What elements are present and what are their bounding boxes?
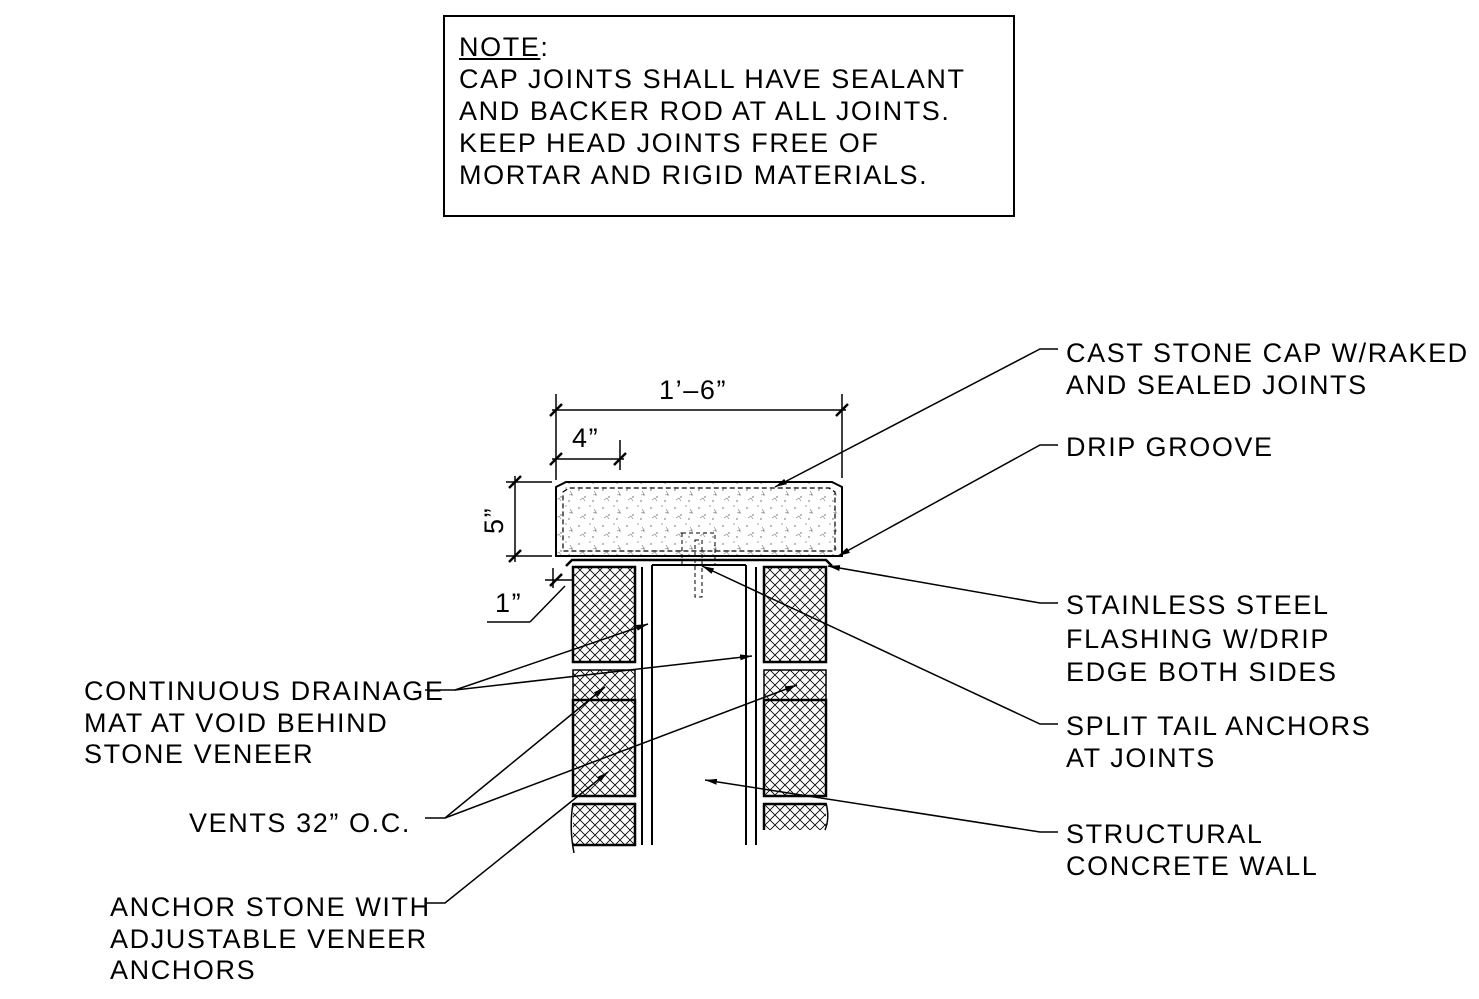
callout-drainage-mat-line-2: MAT AT VOID BEHIND xyxy=(84,708,388,738)
dimension-flashing-offset xyxy=(487,568,572,623)
callout-stainless-flashing-line-3: EDGE BOTH SIDES xyxy=(1066,657,1338,687)
dimension-cap-overhang-label: 4” xyxy=(572,423,599,453)
callout-drainage-mat-line-1: CONTINUOUS DRAINAGE xyxy=(84,676,444,706)
leader-structural-wall xyxy=(704,778,1058,833)
callout-cast-stone-cap: CAST STONE CAP W/RAKED AND SEALED JOINTS xyxy=(1066,338,1469,400)
callout-structural-wall: STRUCTURAL CONCRETE WALL xyxy=(1066,819,1318,881)
callout-split-tail-anchors: SPLIT TAIL ANCHORS AT JOINTS xyxy=(1066,711,1371,773)
note-line-2: AND BACKER ROD AT ALL JOINTS. xyxy=(459,96,951,126)
note-text: NOTE: CAP JOINTS SHALL HAVE SEALANT AND … xyxy=(459,31,966,191)
callout-drainage-mat: CONTINUOUS DRAINAGE MAT AT VOID BEHIND S… xyxy=(84,676,444,769)
dimension-flashing-offset-label: 1” xyxy=(495,588,522,618)
leader-split-tail-anchor xyxy=(701,565,1058,725)
callout-drip-groove-line-1: DRIP GROOVE xyxy=(1066,432,1274,462)
note-line-3: KEEP HEAD JOINTS FREE OF xyxy=(459,128,880,158)
callout-structural-wall-line-1: STRUCTURAL xyxy=(1066,819,1264,849)
callout-structural-wall-line-2: CONCRETE WALL xyxy=(1066,851,1318,881)
dimension-cap-height-label: 5” xyxy=(479,507,509,534)
callout-anchor-stone-line-2: ADJUSTABLE VENEER xyxy=(110,924,428,954)
callout-anchor-stone-line-3: ANCHORS xyxy=(110,955,256,985)
leader-drip-groove xyxy=(837,444,1058,557)
cast-stone-cap xyxy=(555,481,843,557)
leader-flashing xyxy=(827,565,1058,604)
callout-stainless-flashing: STAINLESS STEEL FLASHING W/DRIP EDGE BOT… xyxy=(1066,590,1338,687)
callout-vents-line-1: VENTS 32” O.C. xyxy=(189,808,411,838)
callout-stainless-flashing-line-1: STAINLESS STEEL xyxy=(1066,590,1330,620)
callout-anchor-stone: ANCHOR STONE WITH ADJUSTABLE VENEER ANCH… xyxy=(110,892,431,985)
dimension-overall-width-label: 1’–6” xyxy=(659,375,727,405)
left-concrete-wall xyxy=(641,565,653,845)
callout-anchor-stone-line-1: ANCHOR STONE WITH xyxy=(110,892,431,922)
stainless-flashing xyxy=(565,558,833,567)
callout-drainage-mat-line-3: STONE VENEER xyxy=(84,739,314,769)
note-title-colon: : xyxy=(540,32,550,62)
dimension-cap-height xyxy=(506,475,552,563)
right-concrete-wall xyxy=(745,565,757,845)
dimension-cap-overhang xyxy=(549,440,627,470)
callout-split-tail-anchors-line-2: AT JOINTS xyxy=(1066,743,1216,773)
callout-split-tail-anchors-line-1: SPLIT TAIL ANCHORS xyxy=(1066,711,1371,741)
leader-vents-right xyxy=(444,684,798,819)
callout-cast-stone-cap-line-1: CAST STONE CAP W/RAKED xyxy=(1066,338,1469,368)
leader-anchor-stone xyxy=(425,771,609,904)
dimension-overall-width xyxy=(549,394,849,480)
callout-stainless-flashing-line-2: FLASHING W/DRIP xyxy=(1066,624,1330,654)
leader-lines xyxy=(425,348,1058,904)
callout-drip-groove: DRIP GROOVE xyxy=(1066,432,1274,462)
callout-vents: VENTS 32” O.C. xyxy=(189,808,411,838)
leader-drainage-mat-right xyxy=(454,654,753,691)
note-title: NOTE xyxy=(459,32,541,62)
left-stone-veneer xyxy=(570,565,637,854)
note-line-4: MORTAR AND RIGID MATERIALS. xyxy=(459,160,929,190)
note-line-1: CAP JOINTS SHALL HAVE SEALANT xyxy=(459,64,966,94)
callout-cast-stone-cap-line-2: AND SEALED JOINTS xyxy=(1066,370,1368,400)
right-stone-veneer xyxy=(762,565,829,831)
leader-cast-stone-cap xyxy=(774,348,1058,488)
note-box: NOTE: CAP JOINTS SHALL HAVE SEALANT AND … xyxy=(443,15,1015,217)
